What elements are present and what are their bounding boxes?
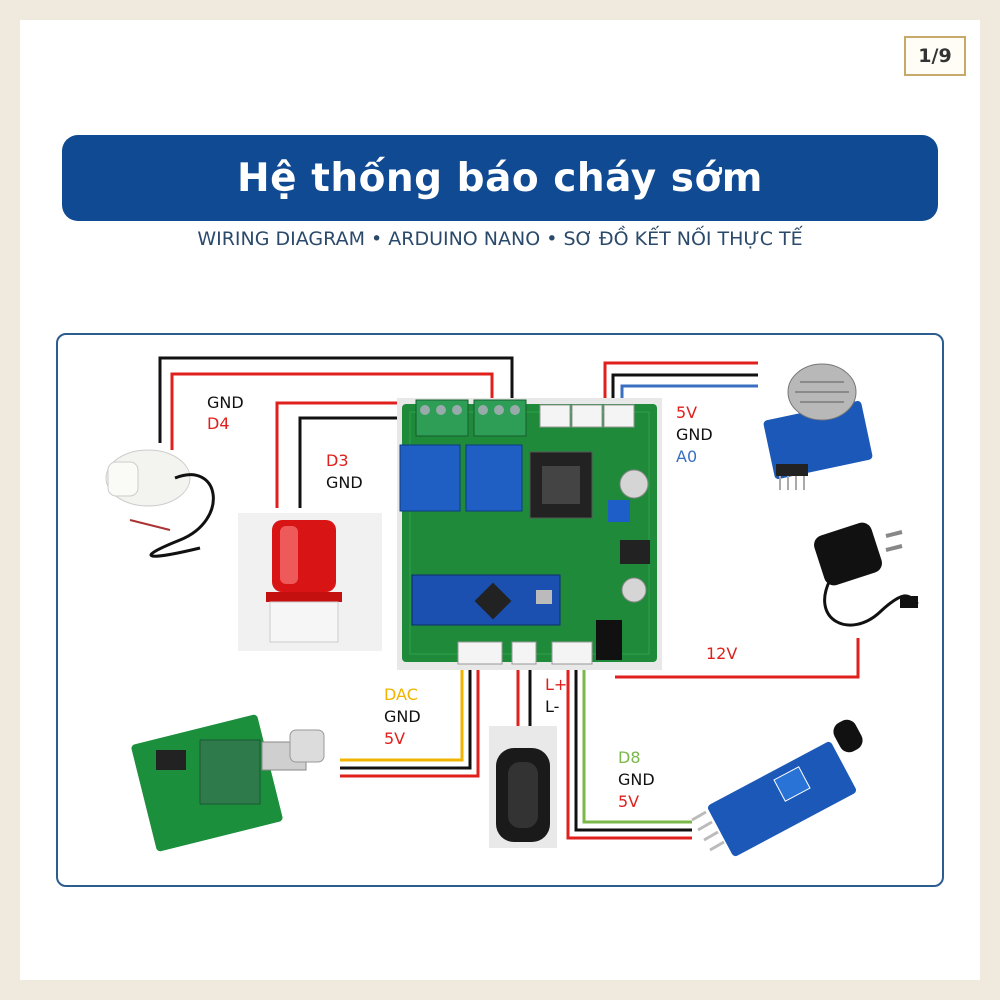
label-gas-5v: 5V [676, 403, 697, 422]
label-gas-gnd: GND [676, 425, 713, 444]
wires [158, 356, 860, 840]
speaker [489, 726, 557, 848]
wire-pump-d4 [170, 372, 494, 450]
wire-amp-5v [340, 668, 480, 778]
wire-gas-5v [603, 361, 758, 405]
wire-labels: GND D4 D3 GND 5V GND A0 12V DAC GND 5V L… [207, 393, 737, 811]
page-number-badge: 1/9 [904, 36, 966, 76]
label-amp-5v: 5V [384, 729, 405, 748]
label-amp-gnd: GND [384, 707, 421, 726]
wire-flame-d8 [582, 668, 692, 824]
label-pump-gnd: GND [207, 393, 244, 412]
water-pump [105, 449, 215, 558]
wire-power-12v [615, 638, 860, 679]
page-title: Hệ thống báo cháy sớm [237, 155, 763, 201]
label-pump-d4: D4 [207, 414, 230, 433]
page-subtitle: WIRING DIAGRAM • ARDUINO NANO • SƠ ĐỒ KẾ… [197, 228, 803, 250]
label-beacon-gnd: GND [326, 473, 363, 492]
label-flame-gnd: GND [618, 770, 655, 789]
label-beacon-d3: D3 [326, 451, 349, 470]
wire-gas-gnd [611, 373, 758, 405]
label-flame-5v: 5V [618, 792, 639, 811]
power-adapter-12v [814, 522, 919, 627]
audio-amplifier-board [131, 714, 325, 852]
wire-flame-5v [566, 668, 692, 840]
wire-amp-gnd [340, 668, 472, 770]
label-speaker-minus: L- [545, 697, 559, 716]
wire-amp-dac [340, 668, 464, 762]
label-gas-a0: A0 [676, 447, 697, 466]
label-power-12v: 12V [706, 644, 737, 663]
warning-beacon [238, 513, 382, 651]
wire-flame-gnd [574, 668, 692, 832]
main-board [397, 398, 662, 670]
label-amp-dac: DAC [384, 685, 418, 704]
flame-sensor [691, 719, 863, 857]
title-banner: Hệ thống báo cháy sớm [62, 135, 938, 221]
label-flame-d8: D8 [618, 748, 641, 767]
gas-sensor-mq2 [763, 363, 873, 490]
wire-pump-gnd [158, 356, 514, 443]
label-speaker-plus: L+ [545, 675, 567, 694]
